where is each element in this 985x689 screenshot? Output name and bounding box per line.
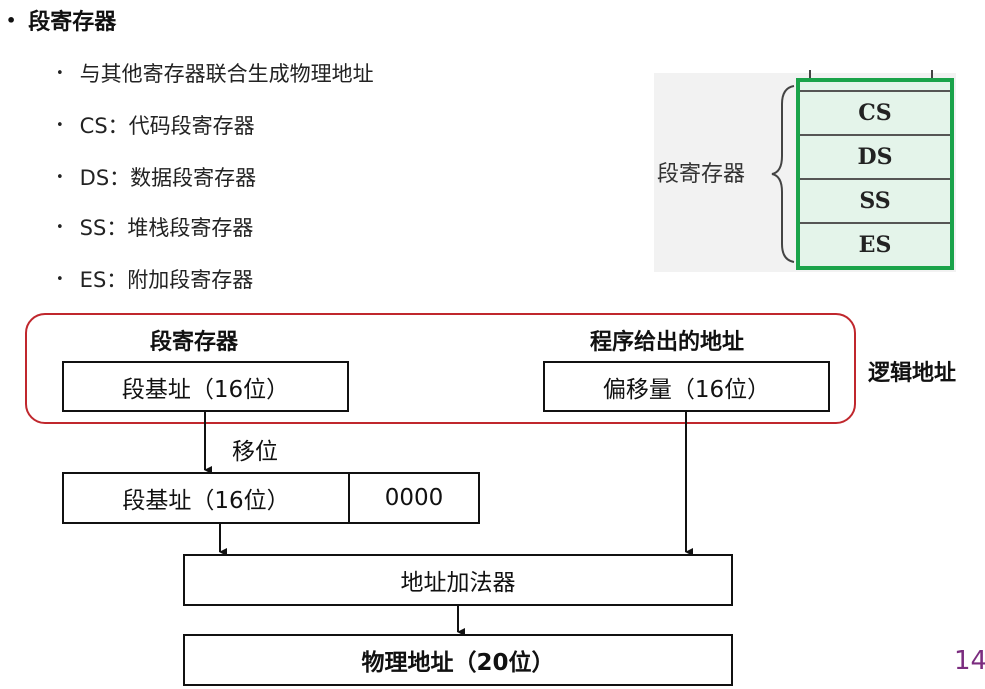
register-ss: SS [800, 178, 950, 222]
address-adder-box: 地址加法器 [183, 554, 733, 606]
address-adder-text: 地址加法器 [400, 570, 516, 596]
segment-register-heading: 段寄存器 [150, 330, 239, 355]
list-item-text: 与其他寄存器联合生成物理地址 [79, 62, 374, 86]
shifted-base-text: 段基址（16位） [122, 488, 290, 514]
list-item: • DS：数据段寄存器 [56, 162, 256, 192]
bullet-dot: • [56, 271, 64, 287]
list-item-text: ES：附加段寄存器 [79, 268, 254, 292]
list-item: • SS：堆栈段寄存器 [56, 212, 253, 242]
register-ds: DS [800, 134, 950, 178]
offset-box: 偏移量（16位） [543, 361, 830, 412]
zeros-box: 0000 [348, 472, 480, 524]
list-item-text: DS：数据段寄存器 [79, 166, 257, 190]
physical-address-text: 物理地址（20位） [361, 650, 555, 676]
segment-base-box: 段基址（16位） [62, 361, 349, 412]
main-heading: 段寄存器 [28, 10, 117, 35]
offset-text: 偏移量（16位） [602, 376, 771, 403]
list-item-text: CS：代码段寄存器 [79, 114, 255, 138]
segment-base-text: 段基址（16位） [121, 376, 290, 403]
register-es: ES [800, 222, 950, 266]
list-item: • ES：附加段寄存器 [56, 264, 253, 294]
register-stack: CS DS SS ES [796, 78, 954, 270]
shift-label: 移位 [232, 439, 278, 465]
main-bullet: • 段寄存器 [6, 4, 116, 36]
page-number: 14 [954, 646, 985, 676]
bullet-dot: • [56, 65, 64, 81]
program-address-heading: 程序给出的地址 [590, 330, 745, 355]
logical-address-frame [25, 313, 856, 424]
list-item: • 与其他寄存器联合生成物理地址 [56, 58, 374, 88]
bullet-dot: • [56, 117, 64, 133]
list-item: • CS：代码段寄存器 [56, 110, 255, 140]
register-cs: CS [800, 90, 950, 134]
shifted-base-box: 段基址（16位） [62, 472, 350, 524]
register-figure-label: 段寄存器 [657, 162, 746, 187]
logical-address-label: 逻辑地址 [868, 361, 957, 386]
bullet-dot: • [6, 10, 17, 30]
list-item-text: SS：堆栈段寄存器 [79, 216, 254, 240]
bullet-dot: • [56, 219, 64, 235]
physical-address-box: 物理地址（20位） [183, 634, 733, 686]
bullet-dot: • [56, 169, 64, 185]
brace-icon [771, 85, 795, 263]
zeros-text: 0000 [384, 485, 444, 511]
